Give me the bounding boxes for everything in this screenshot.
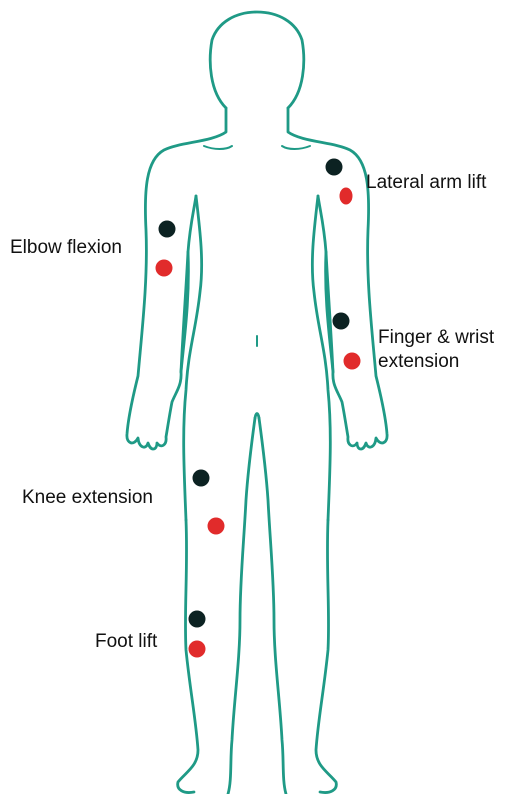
label-knee-extension: Knee extension bbox=[22, 486, 153, 510]
label-finger-wrist-line1: Finger & wrist bbox=[378, 326, 518, 350]
electrode-lateral-arm-dark bbox=[326, 159, 343, 176]
right-clavicle bbox=[282, 146, 310, 149]
electrode-knee-red bbox=[208, 518, 225, 535]
label-finger-wrist-extension: Finger & wrist extension bbox=[378, 326, 518, 374]
electrode-foot-red bbox=[189, 641, 206, 658]
right-leg-inner bbox=[259, 418, 286, 794]
electrode-elbow-red bbox=[156, 260, 173, 277]
label-lateral-arm-lift: Lateral arm lift bbox=[366, 171, 486, 195]
electrode-foot-dark bbox=[189, 611, 206, 628]
crotch-outline bbox=[255, 414, 259, 419]
electrode-finger-wrist-red bbox=[344, 353, 361, 370]
label-foot-lift: Foot lift bbox=[95, 630, 157, 654]
label-finger-wrist-line2: extension bbox=[378, 350, 518, 374]
electrode-finger-wrist-dark bbox=[333, 313, 350, 330]
left-leg-inner bbox=[228, 418, 255, 794]
left-clavicle bbox=[204, 146, 232, 149]
right-side-outline bbox=[288, 108, 387, 449]
right-torso-outline bbox=[312, 196, 330, 520]
electrode-elbow-dark bbox=[159, 221, 176, 238]
head-outline bbox=[210, 12, 304, 108]
electrode-knee-dark bbox=[193, 470, 210, 487]
right-leg-outer bbox=[316, 520, 336, 793]
electrode-lateral-arm-red bbox=[340, 188, 353, 205]
left-side-outline bbox=[127, 108, 226, 449]
label-elbow-flexion: Elbow flexion bbox=[10, 236, 122, 260]
